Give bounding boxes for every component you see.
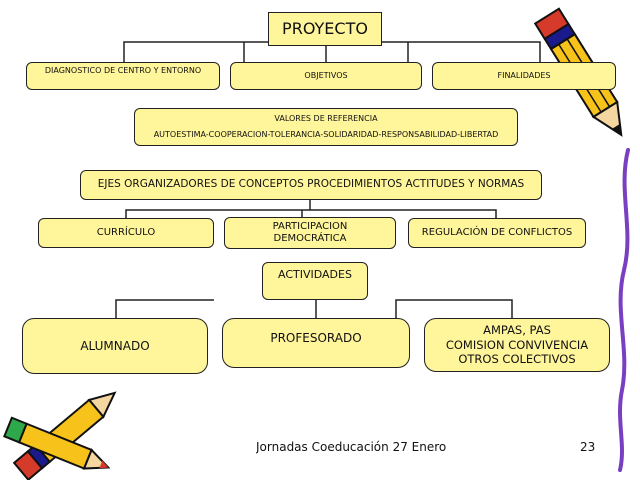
valores-title: VALORES DE REFERENCIA xyxy=(274,114,378,123)
valores-box: VALORES DE REFERENCIA AUTOESTIMA-COOPERA… xyxy=(134,108,518,146)
finalidades-box: FINALIDADES xyxy=(432,62,616,90)
ejes-label: EJES ORGANIZADORES DE CONCEPTOS PROCEDIM… xyxy=(97,178,525,191)
participacion-label-2: DEMOCRÁTICA xyxy=(273,233,347,244)
objetivos-box: OBJETIVOS xyxy=(230,62,422,90)
alumnado-label: ALUMNADO xyxy=(80,338,150,353)
regulacion-label: REGULACIÓN DE CONFLICTOS xyxy=(421,226,573,238)
diagnostico-box: DIAGNOSTICO DE CENTRO Y ENTORNO xyxy=(26,62,220,90)
profesorado-box: PROFESORADO xyxy=(222,318,410,368)
profesorado-label: PROFESORADO xyxy=(270,331,362,345)
crossed-pencils-icon xyxy=(3,391,117,480)
otros-label-2: COMISION CONVIVENCIA xyxy=(445,337,589,352)
wavy-border-decoration xyxy=(618,148,630,472)
proyecto-label: PROYECTO xyxy=(282,19,368,38)
page-number: 23 xyxy=(580,440,596,454)
proyecto-box: PROYECTO xyxy=(268,12,382,46)
alumnado-box: ALUMNADO xyxy=(22,318,208,374)
participacion-box: PARTICIPACION DEMOCRÁTICA xyxy=(224,217,396,249)
actividades-box: ACTIVIDADES xyxy=(262,262,368,300)
valores-list: AUTOESTIMA-COOPERACION-TOLERANCIA-SOLIDA… xyxy=(153,130,499,139)
regulacion-box: REGULACIÓN DE CONFLICTOS xyxy=(408,218,586,248)
diagnostico-label: DIAGNOSTICO DE CENTRO Y ENTORNO xyxy=(44,66,202,75)
curriculo-box: CURRÍCULO xyxy=(38,218,214,248)
ejes-box: EJES ORGANIZADORES DE CONCEPTOS PROCEDIM… xyxy=(80,170,542,200)
finalidades-label: FINALIDADES xyxy=(497,71,551,80)
otros-colectivos-box: AMPAS, PAS COMISION CONVIVENCIA OTROS CO… xyxy=(424,318,610,372)
otros-label-1: AMPAS, PAS xyxy=(483,323,551,338)
objetivos-label: OBJETIVOS xyxy=(304,71,348,80)
actividades-label: ACTIVIDADES xyxy=(278,268,352,281)
footer-text: Jornadas Coeducación 27 Enero 2 xyxy=(256,440,446,454)
otros-label-3: OTROS COLECTIVOS xyxy=(458,352,576,367)
participacion-label-1: PARTICIPACION xyxy=(272,220,348,232)
curriculo-label: CURRÍCULO xyxy=(96,226,156,238)
